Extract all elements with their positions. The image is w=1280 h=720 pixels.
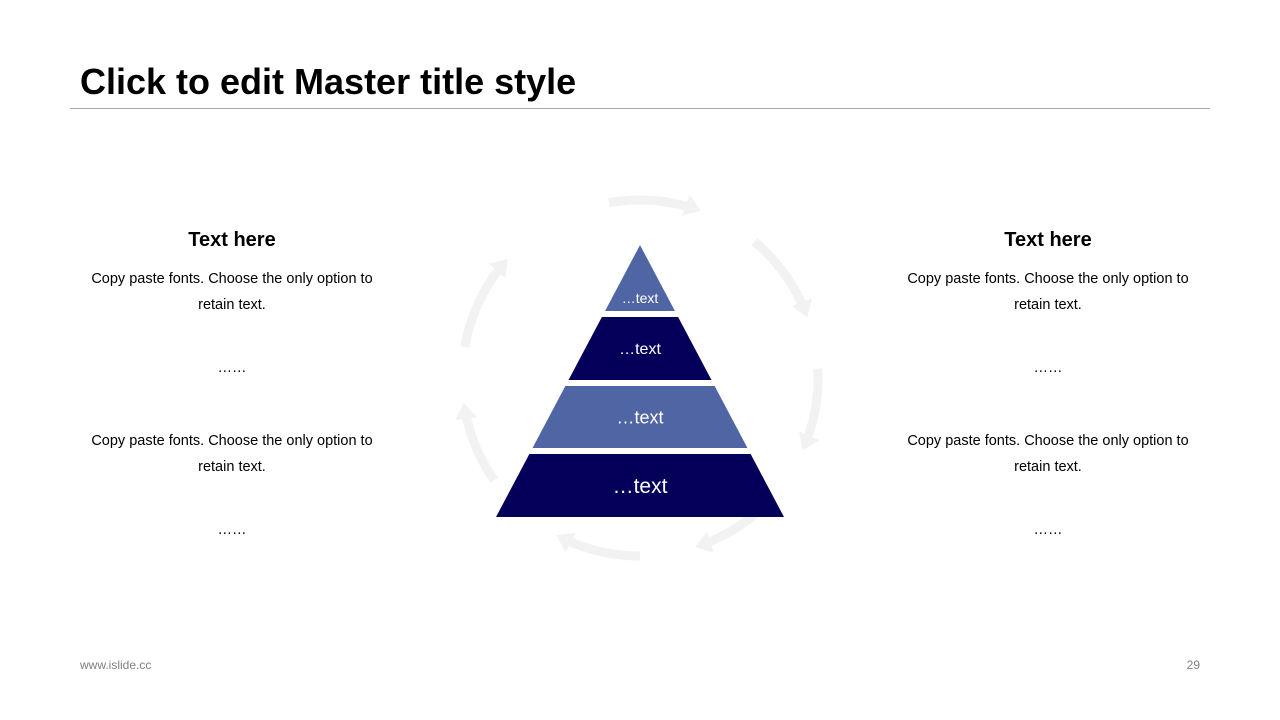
left-body-2: Copy paste fonts. Choose the only option… — [91, 433, 373, 475]
cycle-arrowhead-1 — [682, 194, 701, 216]
pyramid-tier-3 — [532, 386, 748, 448]
cycle-arrowhead-7 — [488, 258, 508, 279]
pyramid-tier-4 — [496, 454, 784, 517]
right-body-1: Copy paste fonts. Choose the only option… — [907, 271, 1189, 313]
left-ellipsis-1: …… — [217, 360, 247, 376]
pyramid-tier-label-3: …text — [616, 407, 663, 427]
cycle-arrow-1 — [608, 195, 691, 212]
cycle-arrow-7 — [460, 265, 504, 348]
right-body-2: Copy paste fonts. Choose the only option… — [907, 433, 1189, 475]
cycle-arrowhead-2 — [791, 298, 813, 318]
left-text-column: Text here Copy paste fonts. Choose the o… — [82, 226, 382, 540]
pyramid-tier-1 — [605, 245, 675, 311]
pyramid-cycle-diagram: …text …text …text …text — [440, 190, 840, 580]
left-heading: Text here — [188, 229, 276, 251]
right-ellipsis-1: …… — [1033, 360, 1063, 376]
left-body-1: Copy paste fonts. Choose the only option… — [91, 271, 373, 313]
cycle-arrowhead-6 — [455, 402, 477, 421]
footer-url: www.islide.cc — [80, 658, 152, 672]
left-ellipsis-2: …… — [217, 522, 247, 538]
cycle-arrowhead-3 — [799, 431, 820, 451]
pyramid-tier-label-1: …text — [622, 290, 659, 306]
right-text-column: Text here Copy paste fonts. Choose the o… — [898, 226, 1198, 540]
cycle-arrowhead-5 — [556, 532, 576, 553]
right-ellipsis-2: …… — [1033, 522, 1063, 538]
slide-title: Click to edit Master title style — [80, 61, 577, 102]
cycle-arrow-3 — [803, 368, 823, 441]
pyramid-tier-label-2: …text — [619, 341, 661, 358]
cycle-arrowhead-4 — [695, 531, 714, 553]
pyramid-tier-2 — [568, 317, 712, 380]
cycle-arrow-6 — [461, 414, 498, 483]
right-heading: Text here — [1004, 229, 1092, 251]
cycle-arrow-5 — [565, 536, 641, 561]
pyramid-tier-label-4: …text — [613, 475, 668, 498]
diagram-canvas: …text …text …text …text — [455, 194, 823, 561]
page-number: 29 — [1186, 658, 1200, 672]
cycle-arrow-2 — [751, 238, 807, 308]
title-divider — [70, 108, 1210, 109]
